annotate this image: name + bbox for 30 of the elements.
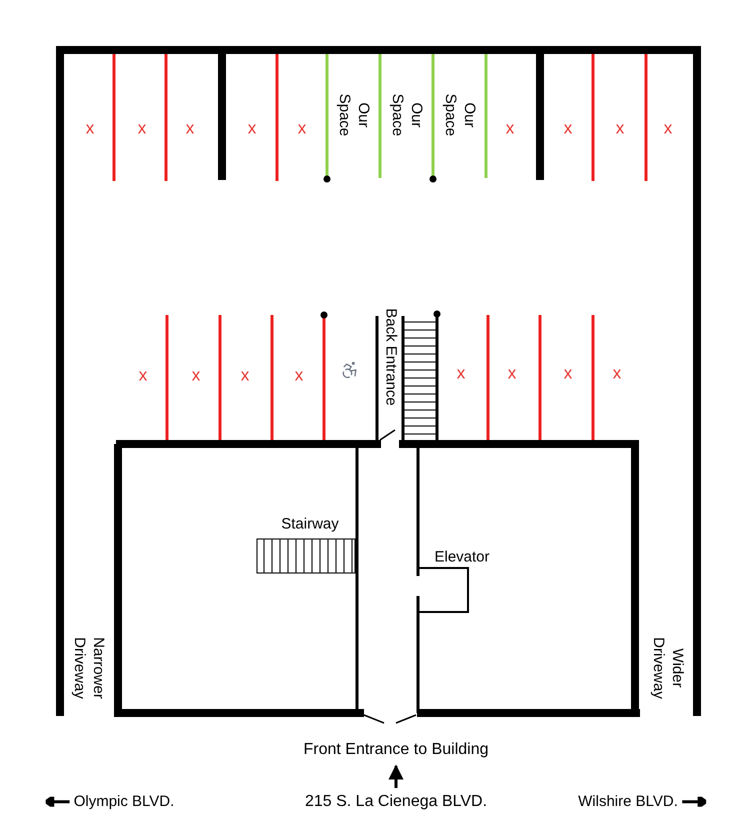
unavailable-space-mark: x [240,364,250,386]
unavailable-space-mark: x [564,362,572,384]
unavailable-space-mark: x [294,364,304,386]
room-label: Elevator [434,548,490,568]
reserved-space-label: Our Space [388,92,425,138]
unavailable-space-mark: x [616,117,624,139]
street-label: Olympic BLVD. [74,792,174,812]
driveway-label: Wider Driveway [649,636,686,701]
address-text: 215 S. La Cienega BLVD. [304,790,488,814]
street-label: Wilshire BLVD. [578,792,678,812]
unavailable-space-mark: x [612,362,622,384]
unavailable-space-mark: x [508,362,516,384]
arrow [388,764,404,788]
reserved-space-label: Our Space [335,92,372,138]
unavailable-space-mark: x [86,117,94,139]
driveway-label: Narrower Driveway [70,636,107,701]
unavailable-space-mark: x [138,117,146,139]
unavailable-space-mark: x [192,364,200,386]
unavailable-space-mark: x [186,117,194,139]
unavailable-space-mark: x [664,117,672,139]
unavailable-space-mark: x [456,362,466,384]
unavailable-space-mark: x [564,117,572,139]
unavailable-space-mark: x [138,364,148,386]
address-text: Front Entrance to Building [304,738,488,762]
entrance-label: Back Entrance [381,308,400,406]
unavailable-space-mark: x [298,117,306,139]
room-label: Stairway [281,516,339,534]
reserved-space-label: Our Space [441,92,478,138]
unavailable-space-mark: x [506,117,514,139]
unavailable-space-mark: x [248,117,256,139]
